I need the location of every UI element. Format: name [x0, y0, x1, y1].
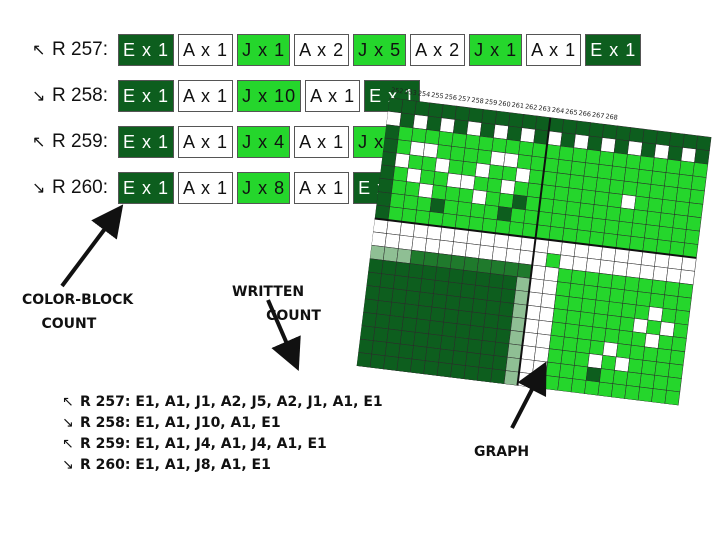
- color-block-arrow: [60, 204, 124, 288]
- color-block: J x 8: [237, 172, 291, 204]
- graph-column-number: 266: [578, 109, 591, 118]
- graph-column-number: 261: [511, 101, 524, 110]
- direction-arrow-icon: ↘: [62, 415, 74, 431]
- row-label: ↘ R 260:: [32, 177, 118, 199]
- row-label-text: R 258:: [52, 85, 108, 106]
- graph-column-number: 264: [551, 106, 564, 115]
- row-label-text: R 259:: [52, 131, 108, 152]
- graph-column-number: 253: [404, 88, 417, 97]
- color-block: E x 1: [118, 80, 175, 112]
- color-block: A x 2: [410, 34, 466, 66]
- direction-arrow-icon: ↘: [32, 180, 46, 197]
- written-count-caption: WRITTEN COUNT: [232, 284, 321, 324]
- graph-column-number: 263: [538, 104, 551, 113]
- color-block: J x 1: [469, 34, 523, 66]
- written-count-arrow: [266, 299, 301, 372]
- color-block: A x 1: [178, 172, 234, 204]
- graph-column-number: 259: [484, 98, 497, 107]
- graph-column-number: 268: [605, 112, 618, 121]
- written-line-text: R 260: E1, A1, J8, A1, E1: [80, 457, 271, 473]
- written-line: ↖ R 257: E1, A1, J1, A2, J5, A2, J1, A1, …: [62, 392, 383, 413]
- row-label-text: R 260:: [52, 177, 108, 198]
- graph-column-number: 254: [417, 89, 430, 98]
- direction-arrow-icon: ↘: [32, 88, 46, 105]
- row-label: ↘ R 258:: [32, 85, 118, 107]
- graph-column-number: 267: [592, 111, 605, 120]
- direction-arrow-icon: ↖: [62, 394, 74, 410]
- written-line: ↘ R 258: E1, A1, J10, A1, E1: [62, 413, 383, 434]
- written-line-text: R 259: E1, A1, J4, A1, J4, A1, E1: [80, 436, 327, 452]
- color-block: E x 1: [118, 172, 175, 204]
- color-block: A x 1: [294, 126, 350, 158]
- direction-arrow-icon: ↖: [32, 42, 46, 59]
- color-block: J x 1: [237, 34, 291, 66]
- graph-divider: [374, 217, 697, 259]
- graph-column-number: 262: [525, 102, 538, 111]
- color-block: A x 1: [294, 172, 350, 204]
- color-block: A x 1: [178, 34, 234, 66]
- direction-arrow-icon: ↖: [32, 134, 46, 151]
- color-block: E x 1: [118, 126, 175, 158]
- written-line-text: R 258: E1, A1, J10, A1, E1: [80, 415, 281, 431]
- color-block: J x 5: [353, 34, 407, 66]
- color-block: J x 4: [237, 126, 291, 158]
- graph-column-number: 258: [471, 96, 484, 105]
- direction-arrow-icon: ↖: [62, 436, 74, 452]
- graph-column-number: 256: [444, 93, 457, 102]
- graph-arrow: [510, 361, 547, 429]
- written-line: ↘ R 260: E1, A1, J8, A1, E1: [62, 455, 383, 476]
- row-label: ↖ R 257:: [32, 39, 118, 61]
- color-block: A x 1: [526, 34, 582, 66]
- direction-arrow-icon: ↘: [62, 457, 74, 473]
- written-line-text: R 257: E1, A1, J1, A2, J5, A2, J1, A1, E…: [80, 394, 383, 410]
- color-block: A x 1: [178, 126, 234, 158]
- color-block-count-caption: COLOR-BLOCK COUNT: [22, 292, 134, 332]
- row-label-text: R 257:: [52, 39, 108, 60]
- color-block: E x 1: [118, 34, 175, 66]
- row-label: ↖ R 259:: [32, 131, 118, 153]
- color-block: J x 10: [237, 80, 302, 112]
- graph-cell: [662, 403, 679, 407]
- graph-column-number: 252: [391, 86, 404, 95]
- graph-column-number: 260: [498, 99, 511, 108]
- graph-column-number: 255: [431, 91, 444, 100]
- color-block: E x 1: [585, 34, 642, 66]
- written-count-list: ↖ R 257: E1, A1, J1, A2, J5, A2, J1, A1, …: [62, 392, 383, 476]
- graph-column-number: 257: [458, 94, 471, 103]
- color-block: A x 2: [294, 34, 350, 66]
- graph-caption: GRAPH: [474, 444, 530, 460]
- graph-column-number: 265: [565, 107, 578, 116]
- written-line: ↖ R 259: E1, A1, J4, A1, J4, A1, E1: [62, 434, 383, 455]
- color-block: A x 1: [305, 80, 361, 112]
- color-block: A x 1: [178, 80, 234, 112]
